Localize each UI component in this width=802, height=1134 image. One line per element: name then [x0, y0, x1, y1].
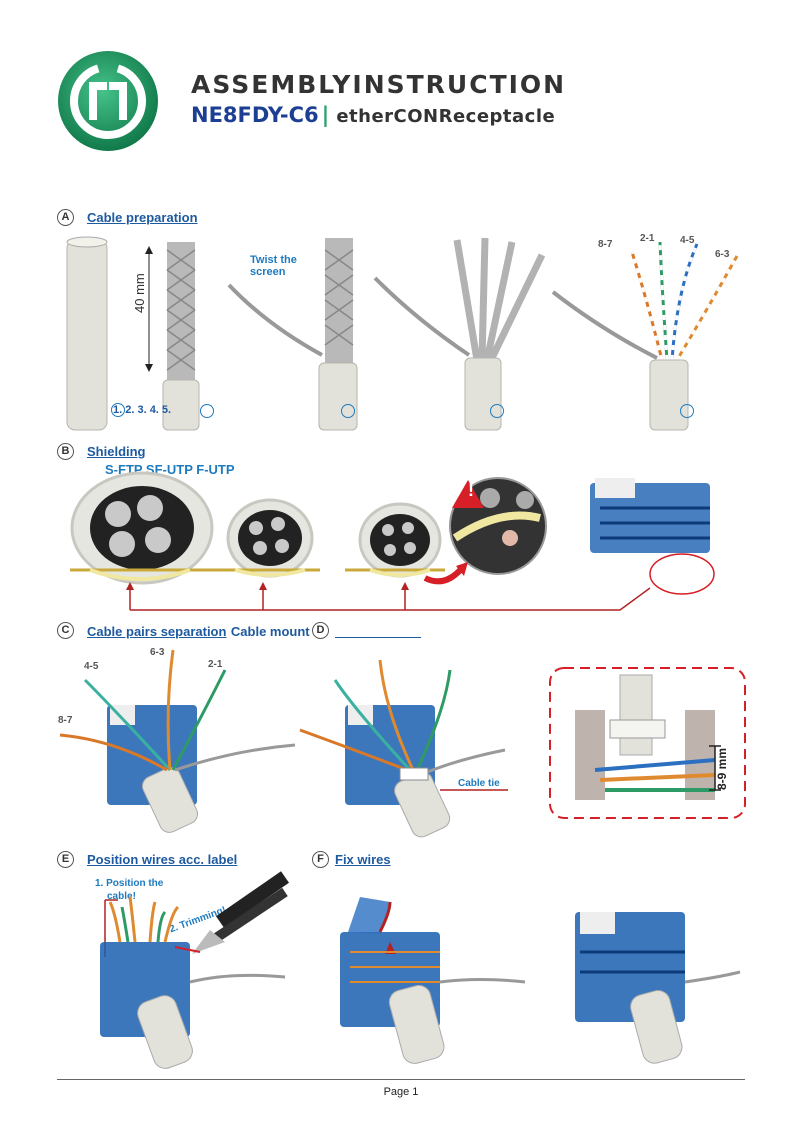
wire-pair-label: 2-1	[640, 233, 655, 244]
section-d-badge: D	[312, 622, 329, 639]
cable-tie-label: Cable tie	[458, 778, 500, 789]
page-number: Page 1	[383, 1086, 419, 1098]
wire-pair-label: 6-3	[715, 249, 730, 260]
step-marker	[490, 404, 504, 418]
fix-wires-illustration	[100, 871, 741, 1069]
section-b-badge: B	[57, 443, 74, 460]
wire-pair-label: 4-5	[84, 661, 99, 672]
wire-pair-label: 2-1	[208, 659, 223, 670]
shielding-illustration	[70, 471, 715, 611]
length-dimension-40mm: 40 mm	[132, 273, 147, 313]
position-cable-note: 1. Position the cable!	[95, 878, 164, 902]
wire-pair-label: 8-7	[598, 239, 613, 250]
wire-pair-label: 4-5	[680, 235, 695, 246]
product-line: NE8FDY-C6| etherCONReceptacle	[191, 103, 555, 127]
cable-preparation-illustration	[66, 236, 739, 431]
step-marker	[680, 404, 694, 418]
section-e-badge: E	[57, 851, 74, 868]
step-numbers: 1. 2. 3. 4. 5.	[113, 404, 172, 416]
length-dimension-8-9mm: 8-9 mm	[715, 747, 729, 790]
cable-mount-illustration	[59, 649, 746, 838]
section-a-badge: A	[57, 209, 74, 226]
section-d-underline	[335, 637, 421, 638]
section-c-title: Cable pairs separation	[87, 624, 227, 639]
step-marker	[200, 404, 214, 418]
wire-pair-label: 8-7	[58, 715, 73, 726]
section-a-title: Cable preparation	[87, 210, 198, 225]
warning-icon: !	[468, 480, 474, 500]
document-title: ASSEMBLYINSTRUCTION	[191, 70, 567, 99]
neutrik-logo	[58, 51, 158, 151]
title-separator: |	[321, 103, 330, 127]
product-subtitle: etherCONReceptacle	[336, 106, 556, 127]
section-b-title: Shielding	[87, 444, 146, 459]
section-c-heading: Cable pairs separation Cable mount	[87, 623, 310, 641]
section-c-badge: C	[57, 622, 74, 639]
product-code: NE8FDY-C6	[191, 103, 319, 127]
wire-pair-label: 6-3	[150, 647, 165, 658]
section-d-title: Cable mount	[230, 624, 310, 639]
step-marker	[111, 403, 125, 417]
footer-divider	[57, 1079, 745, 1080]
section-f-title: Fix wires	[335, 852, 391, 867]
step-marker	[341, 404, 355, 418]
section-e-title: Position wires acc. label	[87, 852, 238, 867]
section-f-badge: F	[312, 851, 329, 868]
